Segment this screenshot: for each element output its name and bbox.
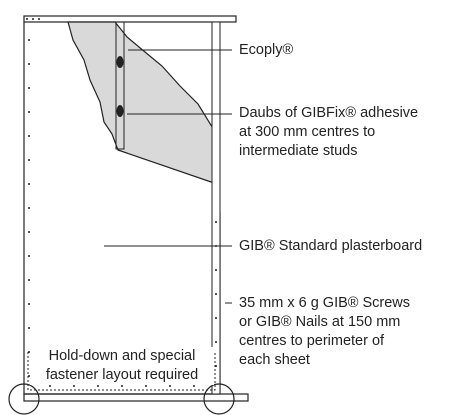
- label-holddown-line: Hold-down and special: [48, 348, 196, 364]
- label-fasteners-line: centres to perimeter of: [239, 333, 385, 349]
- label-fasteners-line: or GIB® Nails at 150 mm: [239, 314, 401, 330]
- top-plate: [23, 15, 237, 23]
- adhesive-daub: [116, 56, 124, 68]
- end-stud: [211, 21, 221, 395]
- label-holddown: Hold-down and special fastener layout re…: [30, 347, 214, 385]
- label-daubs-line: intermediate studs: [239, 143, 358, 159]
- holddown-circle-left: [8, 383, 40, 415]
- label-daubs-line: Daubs of GIBFix® adhesive: [239, 105, 419, 121]
- label-daubs: Daubs of GIBFix® adhesive at 300 mm cent…: [239, 104, 418, 161]
- holddown-dashed-outline: [27, 352, 216, 391]
- ecoply-exposed-area: [67, 21, 215, 184]
- bottom-plate: [23, 393, 249, 402]
- label-daubs-line: at 300 mm centres to: [239, 124, 376, 140]
- label-ecoply: Ecoply®: [239, 42, 294, 58]
- label-holddown-line: fastener layout required: [45, 367, 199, 383]
- label-fasteners: 35 mm x 6 g GIB® Screws or GIB® Nails at…: [239, 294, 410, 370]
- adhesive-daub: [116, 105, 124, 117]
- label-plasterboard: GIB® Standard plasterboard: [239, 238, 423, 254]
- perimeter-fasteners: [26, 18, 217, 387]
- label-fasteners-line: 35 mm x 6 g GIB® Screws: [239, 295, 411, 311]
- label-fasteners-line: each sheet: [239, 352, 310, 368]
- holddown-circle-right: [203, 383, 235, 415]
- intermediate-stud: [115, 21, 125, 150]
